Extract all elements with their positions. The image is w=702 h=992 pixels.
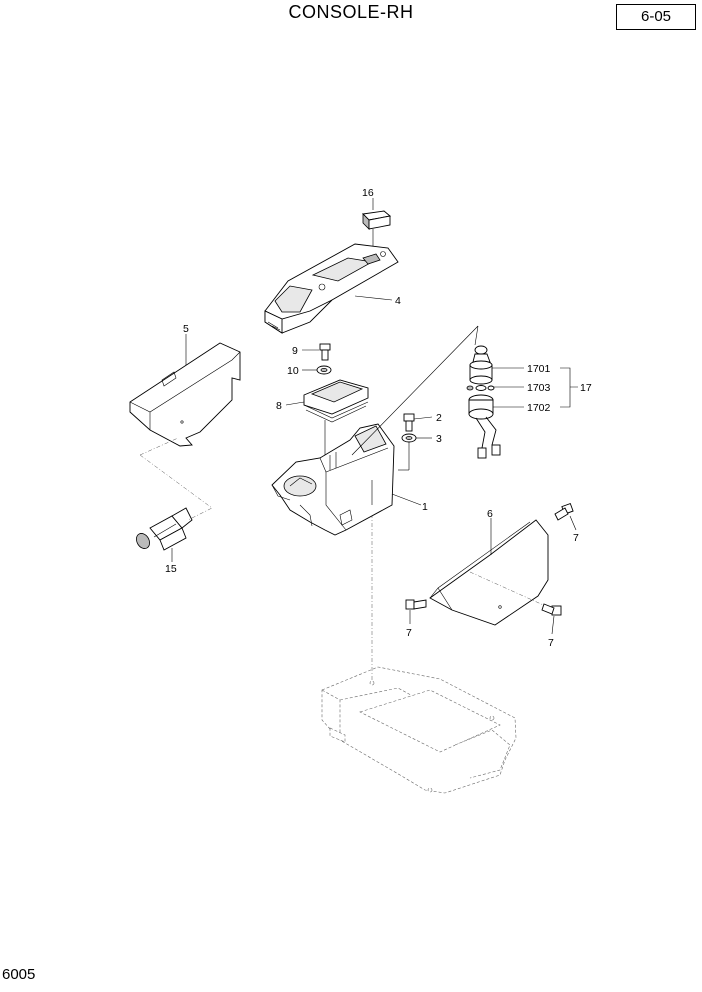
part-7-bolt-c: [541, 603, 562, 616]
page-reference: 6-05: [616, 4, 696, 30]
part-5-side-cover: [129, 342, 241, 447]
part-15-leader: [139, 437, 213, 521]
part-3-washer: [398, 433, 417, 471]
callout-1702: 1702: [527, 402, 551, 414]
callout-7-upper-right: 7: [573, 532, 579, 544]
callout-6: 6: [487, 508, 493, 520]
part-1702-holder: [468, 394, 501, 459]
part-6-leader-line: [469, 571, 551, 609]
part-1701-fuse: [469, 345, 493, 385]
callout-17: 17: [580, 382, 592, 394]
part-4-cover: [264, 243, 399, 334]
part-1703-clip: [466, 385, 495, 391]
drawing-code: 6005: [2, 966, 36, 983]
part-6-side-cover: [429, 519, 549, 626]
callout-7-lower-right: 7: [548, 637, 554, 649]
callout-1701: 1701: [527, 363, 551, 375]
callout-leaders: [171, 198, 578, 635]
part-2-bolt: [403, 413, 415, 432]
callout-5: 5: [183, 323, 189, 335]
callout-4: 4: [395, 295, 401, 307]
callout-10: 10: [287, 365, 299, 377]
diagram-title: CONSOLE-RH: [288, 2, 414, 22]
part-7-bolt-b: [405, 599, 427, 610]
part-10-washer: [316, 365, 332, 375]
part-17-leader-line: [351, 325, 479, 456]
callout-8: 8: [276, 400, 282, 412]
part-1-console-frame: [271, 423, 395, 536]
callout-16: 16: [362, 187, 374, 199]
base-frame: [321, 666, 517, 794]
part-9-bolt: [319, 343, 331, 361]
callout-7-left: 7: [406, 627, 412, 639]
part-15-switch: [136, 507, 193, 551]
callout-15: 15: [165, 563, 177, 575]
callout-9: 9: [292, 345, 298, 357]
callout-1: 1: [422, 501, 428, 513]
callout-3: 3: [436, 433, 442, 445]
part-8-boot: [303, 379, 369, 455]
part-7-bolt-a: [554, 502, 574, 521]
callout-2: 2: [436, 412, 442, 424]
part-16-cap: [362, 210, 392, 255]
callout-1703: 1703: [527, 382, 551, 394]
